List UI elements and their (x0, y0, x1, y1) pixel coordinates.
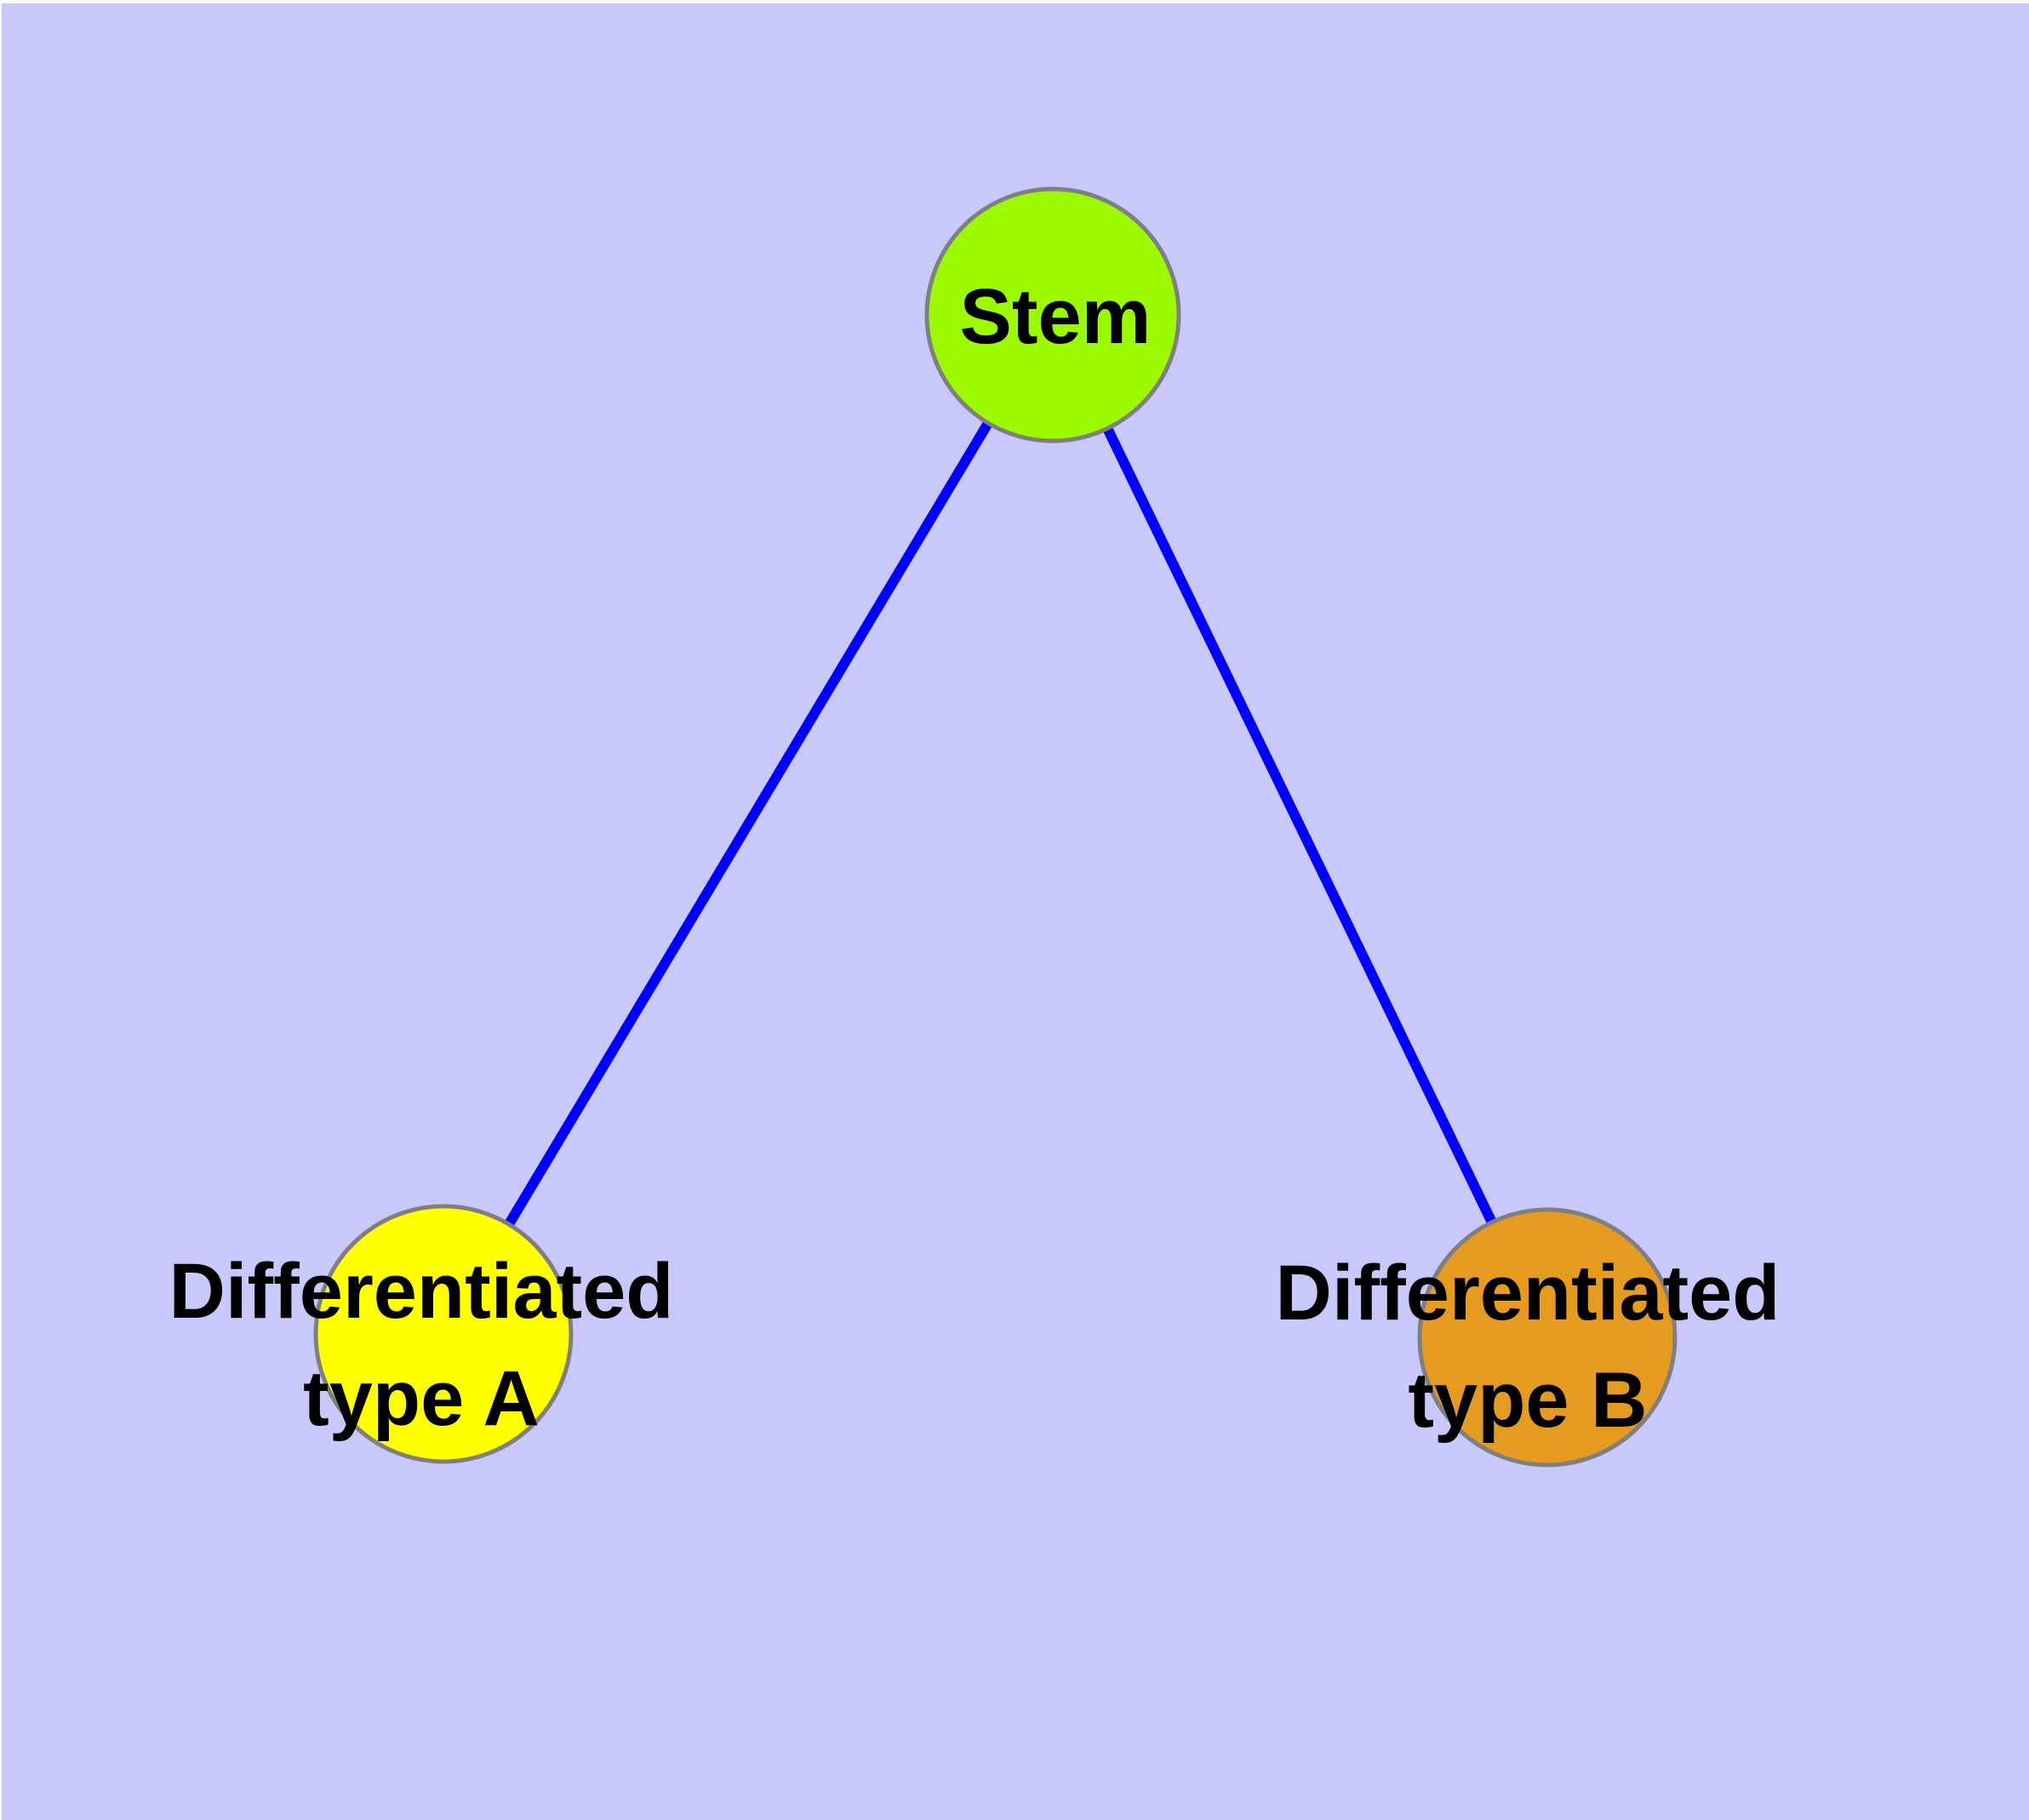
node-type-a-label-line1: Differentiated (169, 1248, 674, 1335)
node-stem-circle[interactable] (924, 186, 1181, 444)
node-type-a-circle[interactable] (313, 1204, 574, 1464)
edge-stem-to-type-b[interactable] (1102, 426, 1497, 1225)
window-top-strip (0, 0, 2029, 3)
node-type-b-circle[interactable] (1417, 1207, 1677, 1468)
edge-stem-to-type-a[interactable] (504, 420, 993, 1228)
window-left-strip (0, 0, 2, 1820)
node-type-b-label-line1: Differentiated (1276, 1250, 1780, 1336)
node-stem-label: Stem (960, 273, 1152, 360)
node-type-a-label-line2: type A (303, 1355, 540, 1442)
node-type-b-label-line2: type B (1408, 1357, 1647, 1444)
